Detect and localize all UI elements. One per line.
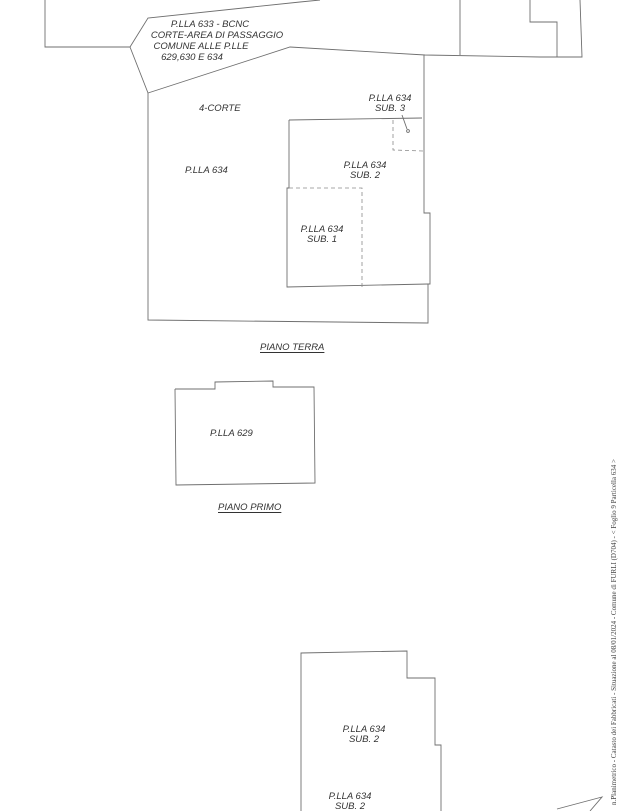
label-sub3-line1: P.LLA 634 (368, 93, 412, 104)
sub1-dashed-boundary (289, 187, 363, 287)
label-p633-line4: 629,630 E 634 (161, 52, 223, 63)
label-sub1-line2: SUB. 1 (306, 234, 338, 245)
label-corte: 4-CORTE (199, 103, 241, 114)
label-p634: P.LLA 634 (185, 165, 228, 176)
label-lower-sub2-line1: P.LLA 634 (342, 724, 386, 735)
north-arrow-icon (556, 796, 604, 811)
top-shared-boundary (129, 0, 321, 48)
label-bottom-sub2-line2: SUB. 2 (334, 801, 366, 812)
top-right-inner-outline (529, 0, 558, 57)
cadastral-side-caption: n.Planimetrico - Catasto dei Fabbricati … (610, 459, 618, 805)
label-sub1-line1: P.LLA 634 (300, 224, 344, 235)
building-left-wall (286, 120, 429, 288)
label-p633-line2: CORTE-AREA DI PASSAGGIO (150, 30, 284, 41)
label-lower-sub2-line2: SUB. 2 (348, 734, 380, 745)
parcel-629-outline (174, 380, 316, 486)
floor-title-first: PIANO PRIMO (218, 502, 282, 513)
lower-building-outline (300, 650, 442, 811)
label-p633-line3: COMUNE ALLE P.LLE (153, 41, 249, 52)
label-sub2-line1: P.LLA 634 (343, 160, 387, 171)
label-p633-line1: P.LLA 633 - BCNC (170, 19, 250, 30)
parcel-634-outline (147, 55, 431, 324)
label-sub3-line2: SUB. 3 (374, 103, 406, 114)
floor-title-ground: PIANO TERRA (260, 342, 325, 353)
building-outline (288, 117, 423, 121)
sub3-dashed-boundary (392, 120, 425, 152)
label-p629: P.LLA 629 (210, 428, 253, 439)
sub3-leader-line (401, 114, 408, 130)
label-sub2-line2: SUB. 2 (349, 170, 381, 181)
sub3-marker (406, 129, 410, 133)
top-right-edge (540, 0, 583, 58)
corte-633-outline (129, 46, 541, 94)
label-bottom-sub2-line1: P.LLA 634 (328, 791, 372, 802)
top-left-parcel-outline (44, 0, 130, 48)
